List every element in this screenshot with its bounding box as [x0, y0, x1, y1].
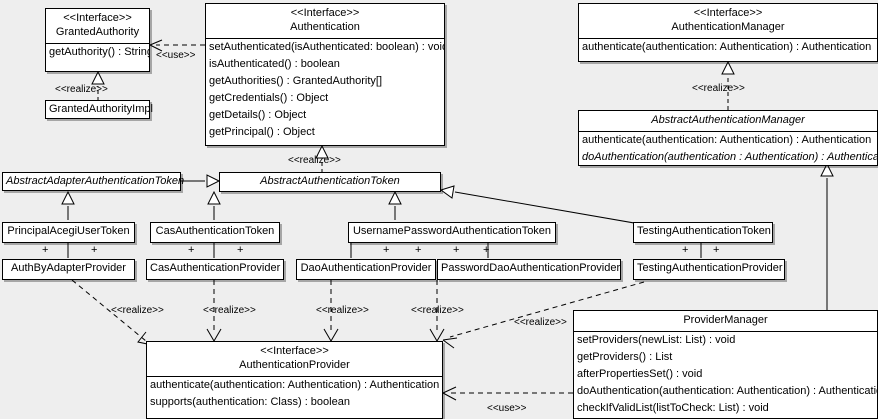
edge-label-realize-provider-manager: <<realize>> [514, 317, 567, 328]
method-item: authenticate(authentication: Authenticat… [150, 379, 440, 391]
edge-abstract-adapter-token-extends-abstract-authentication-token [181, 174, 221, 188]
edge-cas-authentication-token-extends-abstract-authentication-token [207, 190, 221, 220]
class-box-authentication-provider[interactable]: <<Interface>> AuthenticationProvider aut… [146, 341, 443, 419]
multiplicity-marker: + [383, 244, 390, 256]
method-item: doAuthentication(authentication : Authen… [582, 151, 877, 163]
stereotype-label: <<Interface>> [693, 7, 763, 19]
class-box-abstract-authentication-token[interactable]: AbstractAuthenticationToken [219, 172, 441, 192]
stereotype-label: <<Interface>> [290, 7, 360, 19]
class-name-label: TestingAuthenticationProvider [637, 262, 783, 274]
multiplicity-marker: + [188, 244, 195, 256]
method-item: checkIfValidList(listToCheck: List) : vo… [577, 402, 769, 414]
class-header-authentication-manager: <<Interface>> AuthenticationManager [579, 4, 877, 39]
edge-username-password-token-extends-abstract-authentication-token [388, 190, 402, 220]
method-item: isAuthenticated() : boolean [209, 58, 340, 70]
class-header-provider-manager: ProviderManager [574, 311, 877, 332]
multiplicity-marker: + [415, 244, 422, 256]
class-name-label: UsernamePasswordAuthenticationToken [352, 225, 552, 237]
method-item: authenticate(authentication: Authenticat… [582, 41, 872, 53]
edge-label-use-authentication-granted-authority: <<use>> [156, 50, 196, 61]
class-name-label: ProviderManager [683, 314, 768, 326]
class-box-granted-authority-impl[interactable]: GrantedAuthorityImpl [45, 100, 153, 119]
method-item: getAuthorities() : GrantedAuthority[] [209, 75, 383, 87]
method-item: getAuthority() : String [49, 46, 149, 58]
method-item: authenticate(authentication: Authenticat… [582, 134, 872, 146]
multiplicity-marker: + [483, 244, 490, 256]
multiplicity-marker: + [682, 244, 689, 256]
class-header-authentication-provider: <<Interface>> AuthenticationProvider [147, 342, 442, 377]
class-name-label: CasAuthenticationProvider [150, 262, 281, 274]
edge-label-realize-password-dao-authentication-provider: <<realize>> [411, 305, 464, 316]
edge-label-realize-cas-authentication-provider: <<realize>> [203, 305, 256, 316]
class-members-authentication: setAuthenticated(isAuthenticated: boolea… [206, 39, 444, 141]
edge-label-realize-dao-authentication-provider: <<realize>> [316, 305, 369, 316]
class-members-granted-authority: getAuthority() : String [46, 44, 149, 61]
multiplicity-marker: + [713, 244, 720, 256]
class-members-authentication-manager: authenticate(authentication: Authenticat… [579, 39, 877, 56]
class-members-authentication-provider: authenticate(authentication: Authenticat… [147, 377, 442, 411]
class-box-cas-authentication-provider[interactable]: CasAuthenticationProvider [146, 259, 284, 280]
class-header-granted-authority: <<Interface>> GrantedAuthority [46, 9, 149, 44]
edge-principal-acegi-user-token-extends-abstract-adapter-token [61, 190, 75, 220]
class-box-authentication-manager[interactable]: <<Interface>> AuthenticationManager auth… [578, 3, 878, 62]
class-box-provider-manager[interactable]: ProviderManager setProviders(newList: Li… [573, 310, 878, 419]
method-item: getPrincipal() : Object [209, 126, 315, 138]
class-name-label: AbstractAdapterAuthenticationToken [6, 175, 185, 187]
class-name-label: TestingAuthenticationToken [637, 225, 771, 237]
class-box-password-dao-authentication-provider[interactable]: PasswordDaoAuthenticationProvider [437, 259, 621, 280]
class-header-authentication: <<Interface>> Authentication [206, 4, 444, 39]
multiplicity-marker: + [91, 244, 98, 256]
edge-testing-authentication-token-extends-abstract-authentication-token [439, 185, 641, 225]
edge-label-use-provider-manager-authentication-provider: <<use>> [487, 403, 527, 414]
class-box-testing-authentication-token[interactable]: TestingAuthenticationToken [633, 222, 773, 243]
class-box-dao-authentication-provider[interactable]: DaoAuthenticationProvider [296, 259, 436, 280]
class-box-granted-authority[interactable]: <<Interface>> GrantedAuthority getAuthor… [45, 8, 150, 72]
method-item: getDetails() : Object [209, 109, 307, 121]
method-item: afterPropertiesSet() : void [577, 368, 703, 380]
edge-provider-manager-extends-abstract-authentication-manager [820, 162, 834, 310]
class-name-label: GrantedAuthority [55, 26, 140, 38]
method-item: setAuthenticated(isAuthenticated: boolea… [209, 41, 444, 53]
class-members-provider-manager: setProviders(newList: List) : void getPr… [574, 332, 877, 417]
class-name-label: PasswordDaoAuthenticationProvider [441, 262, 621, 274]
class-box-username-password-authentication-token[interactable]: UsernamePasswordAuthenticationToken [348, 222, 556, 243]
class-header-abstract-authentication-manager: AbstractAuthenticationManager [579, 111, 877, 132]
method-item: getCredentials() : Object [209, 92, 329, 104]
stereotype-label: <<Interface>> [63, 12, 132, 24]
multiplicity-marker: + [42, 244, 49, 256]
edge-label-realize-granted-authority-impl: <<realize>> [55, 84, 108, 95]
class-box-authentication[interactable]: <<Interface>> Authentication setAuthenti… [205, 3, 445, 146]
method-item: doAuthentication(authentication: Authent… [577, 385, 877, 397]
class-name-label: CasAuthenticationToken [155, 225, 275, 237]
class-name-label: AbstractAuthenticationManager [651, 114, 805, 126]
multiplicity-marker: + [237, 244, 244, 256]
method-item: setProviders(newList: List) : void [577, 334, 736, 346]
class-box-principal-acegi-user-token[interactable]: PrincipalAcegiUserToken [2, 222, 135, 243]
class-box-testing-authentication-provider[interactable]: TestingAuthenticationProvider [633, 259, 785, 280]
class-name-label: AbstractAuthenticationToken [260, 175, 400, 187]
class-name-label: AuthenticationProvider [239, 359, 350, 371]
multiplicity-marker: + [453, 244, 460, 256]
class-name-label: AuthenticationManager [671, 21, 785, 33]
method-item: supports(authentication: Class) : boolea… [150, 396, 350, 408]
class-members-abstract-authentication-manager: authenticate(authentication: Authenticat… [579, 132, 877, 166]
class-name-label: GrantedAuthorityImpl [49, 103, 153, 115]
class-box-abstract-authentication-manager[interactable]: AbstractAuthenticationManager authentica… [578, 110, 878, 166]
stereotype-label: <<Interface>> [260, 345, 329, 357]
edge-provider-manager-uses-authentication-provider [442, 386, 573, 401]
class-name-label: AuthByAdapterProvider [11, 262, 126, 274]
class-box-abstract-adapter-authentication-token[interactable]: AbstractAdapterAuthenticationToken [2, 172, 185, 191]
class-name-label: PrincipalAcegiUserToken [7, 225, 130, 237]
method-item: getProviders() : List [577, 351, 673, 363]
class-name-label: Authentication [290, 21, 360, 33]
edge-label-realize-abstract-authentication-token: <<realize>> [288, 155, 341, 166]
class-box-auth-by-adapter-provider[interactable]: AuthByAdapterProvider [2, 259, 135, 280]
class-name-label: DaoAuthenticationProvider [300, 262, 432, 274]
edge-label-realize-abstract-authentication-manager: <<realize>> [692, 83, 745, 94]
edge-label-realize-auth-by-adapter-provider: <<realize>> [111, 305, 164, 316]
class-box-cas-authentication-token[interactable]: CasAuthenticationToken [150, 222, 280, 243]
